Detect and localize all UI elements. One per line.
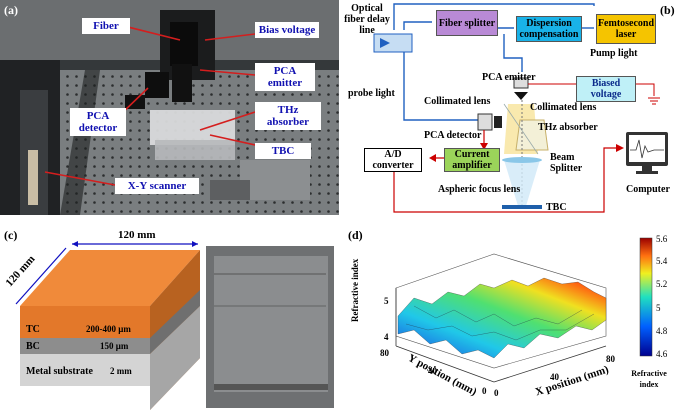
layer-tc-name: TC	[26, 324, 40, 335]
cbar-tick-48: 4.8	[656, 326, 668, 336]
probe-light-text: probe light	[348, 88, 395, 99]
xy-scanner-label: X-Y scanner	[115, 178, 199, 194]
z-tick-5: 5	[384, 296, 389, 306]
panel-a-photo: (a) Fiber Bias voltage PCA emitter PCA d…	[0, 0, 339, 215]
femto-laser-box: Femtosecond laser	[596, 14, 656, 44]
dispersion-box: Dispersion compensation	[516, 16, 582, 42]
pca-emitter-label: PCA emitter	[255, 63, 315, 91]
computer-text: Computer	[626, 184, 670, 195]
surface-plot	[395, 237, 653, 383]
panel-b-schematic: (b) Optical fiber delay line Fiber split…	[344, 0, 676, 215]
x-tick-40: 40	[550, 372, 559, 382]
layer-bc-thickness: 150 μm	[100, 341, 129, 351]
layer-tc-thickness: 200-400 μm	[86, 324, 131, 334]
panel-c-coating: (c) 120 mm 120 mm TC 200-400 μm BC 150 μ…	[0, 226, 339, 410]
collimated-lens-right-text: Collimated lens	[530, 102, 597, 113]
beam-splitter-text: Beam Splitter	[550, 152, 583, 174]
layer-substrate-thickness: 2 mm	[110, 366, 132, 376]
panel-d-surface: (d) Refractive index 4 5 80 40 0 0 40 80…	[344, 226, 676, 410]
cbar-tick-54: 5.4	[656, 256, 668, 266]
collimated-lens-left-text: Collimated lens	[424, 96, 491, 107]
cbar-tick-52: 5.2	[656, 279, 668, 289]
optical-delay-text: Optical fiber delay line	[344, 3, 390, 36]
aspheric-lens-text: Aspheric focus lens	[438, 184, 521, 195]
tbc-text: TBC	[546, 202, 567, 213]
dim-top-text: 120 mm	[118, 229, 156, 241]
panel-a-label: (a)	[4, 3, 18, 17]
ad-converter-box: A/D converter	[364, 148, 422, 172]
tbc-label: TBC	[255, 143, 311, 159]
panel-b-label: (b)	[660, 3, 675, 17]
colorbar-title: Refractive index	[631, 369, 667, 389]
pca-detector-text: PCA detector	[424, 130, 482, 141]
thz-absorber-text: THz absorber	[538, 122, 598, 133]
coating-diagram	[15, 241, 334, 410]
pump-light-text: Pump light	[590, 48, 638, 59]
thz-absorber-label: THz absorber	[255, 102, 321, 130]
pca-emitter-text: PCA emitter	[482, 72, 536, 83]
fiber-label: Fiber	[82, 18, 130, 34]
biased-voltage-box: Biased voltage	[576, 76, 636, 102]
panel-c-label: (c)	[4, 228, 18, 242]
z-tick-4: 4	[384, 332, 389, 342]
y-tick-80: 80	[380, 348, 389, 358]
cbar-tick-56: 5.6	[656, 234, 668, 244]
x-tick-80: 80	[606, 354, 615, 364]
current-amplifier-box: Current amplifier	[444, 148, 500, 172]
schematic-lines	[373, 3, 668, 213]
pca-detector-label: PCA detector	[70, 108, 126, 136]
layer-bc-name: BC	[26, 341, 40, 352]
panel-d-label: (d)	[348, 228, 363, 242]
y-tick-40: 40	[428, 366, 437, 376]
z-axis-label: Refractive index	[350, 258, 360, 322]
fiber-splitter-box: Fiber splitter	[436, 10, 498, 36]
cbar-tick-46: 4.6	[656, 349, 668, 359]
bias-voltage-label: Bias voltage	[255, 22, 319, 38]
x-tick-0: 0	[494, 388, 499, 398]
cbar-tick-5: 5	[656, 303, 661, 313]
layer-substrate-name: Metal substrate	[26, 366, 93, 377]
y-tick-0: 0	[482, 386, 487, 396]
